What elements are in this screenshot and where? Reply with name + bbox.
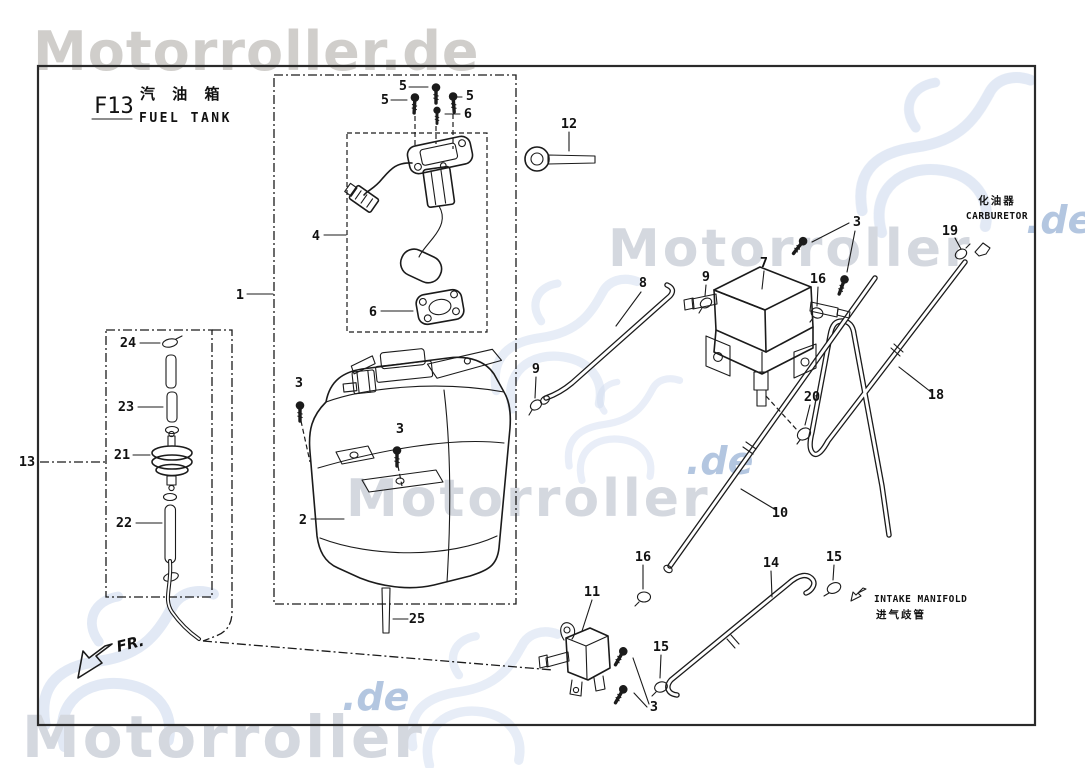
- fuel-valve-drawing: [538, 622, 631, 707]
- figure-code: F13: [94, 94, 134, 119]
- part-label-11: 11: [584, 584, 600, 600]
- front-arrow-icon: [77, 643, 113, 679]
- part-label-3-tank-left: 3: [295, 375, 303, 391]
- part-number-labels: 1 2 3 3 3 3 4 5 5 5 6 6 7 8 9 9 10 11 12…: [19, 78, 958, 715]
- assembly-connector-diagonal: [202, 640, 554, 671]
- part-label-15-right: 15: [826, 549, 842, 565]
- fuel-tank-drawing: [294, 348, 512, 634]
- part-label-16-bottom: 16: [635, 549, 651, 565]
- intake-manifold-label-cn: 进气歧管: [876, 608, 926, 621]
- fuel-sender-box: [346, 132, 488, 333]
- sender-wire: [363, 162, 413, 196]
- part-label-7: 7: [760, 255, 768, 271]
- part-label-3-valve: 3: [650, 699, 658, 715]
- part-label-23: 23: [118, 399, 134, 415]
- watermark-middle-brand: Motorroller: [346, 469, 711, 529]
- watermark-top: Motorroller.de: [33, 20, 479, 83]
- assembly-connector-line: [202, 329, 233, 642]
- sender-body: [422, 165, 456, 209]
- carburetor-label-cn: 化油器: [978, 194, 1016, 207]
- part-label-3-tank-right: 3: [396, 421, 404, 437]
- part-label-19: 19: [942, 223, 958, 239]
- part-label-13: 13: [19, 454, 35, 470]
- figure-title-cn: 汽 油 箱: [140, 85, 225, 103]
- part-label-5-top: 5: [399, 78, 407, 94]
- screw-alignment-lines: [414, 114, 454, 149]
- tank-assembly-box: [273, 74, 517, 605]
- fuel-filter-assembly-drawing: [151, 335, 201, 641]
- drain-rod: [381, 587, 391, 634]
- fuel-pump-drawing: [683, 266, 851, 431]
- part-label-16-pump: 16: [810, 271, 826, 287]
- part-label-22: 22: [116, 515, 132, 531]
- part-label-21: 21: [114, 447, 130, 463]
- part-label-4: 4: [312, 228, 320, 244]
- float: [399, 248, 443, 284]
- watermark-bottom-suffix: .de: [342, 675, 409, 719]
- watermark-right-brand: Motorroller: [608, 219, 973, 279]
- fuel-cap-key-drawing: [524, 146, 596, 172]
- sender-gasket: [415, 288, 465, 326]
- fuel-filter-assembly-box: [105, 329, 213, 598]
- carburetor-label-en: CARBURETOR: [966, 211, 1028, 222]
- title-block: F13 汽 油 箱 FUEL TANK: [91, 85, 232, 126]
- tank-mount-tabs: [335, 445, 444, 493]
- part-label-20: 20: [804, 389, 820, 405]
- part-label-18: 18: [928, 387, 944, 403]
- part-label-3-pump: 3: [853, 214, 861, 230]
- tube-14: [665, 572, 817, 698]
- part-label-15-mid: 15: [653, 639, 669, 655]
- intake-direction-arrow-icon: [850, 587, 867, 602]
- part-label-9-tank: 9: [532, 361, 540, 377]
- sender-flange: [406, 135, 474, 175]
- part-label-10: 10: [772, 505, 788, 521]
- part-label-5-right: 5: [466, 88, 474, 104]
- intake-manifold-label-en: INTAKE MANIFOLD: [874, 594, 967, 605]
- fuel-sender-drawing: [344, 81, 596, 326]
- sender-connector: [344, 182, 380, 213]
- float-arm: [418, 205, 443, 258]
- clips-and-screws: [528, 233, 991, 697]
- watermark-bottom-brand: Motorroller: [22, 703, 425, 768]
- part-label-25: 25: [409, 611, 425, 627]
- part-label-12: 12: [561, 116, 577, 132]
- watermark-layer: Motorroller.de Motorroller .de Motorroll…: [22, 20, 1085, 768]
- part-label-5-left: 5: [381, 92, 389, 108]
- part-label-14: 14: [763, 555, 779, 571]
- part-label-6-gasket: 6: [369, 304, 377, 320]
- fuel-lines-drawing: [540, 259, 968, 698]
- tank-top-hardware: [342, 348, 503, 395]
- figure-title-en: FUEL TANK: [139, 111, 232, 126]
- leader-lines: [132, 86, 962, 708]
- part-label-1: 1: [236, 287, 244, 303]
- page-border: [36, 64, 1037, 727]
- part-label-6-screw: 6: [464, 106, 472, 122]
- part-label-8: 8: [639, 275, 647, 291]
- fuel-filter: [151, 430, 193, 492]
- part-label-2: 2: [299, 512, 307, 528]
- part-label-9-pump: 9: [702, 269, 710, 285]
- part-label-24: 24: [120, 335, 136, 351]
